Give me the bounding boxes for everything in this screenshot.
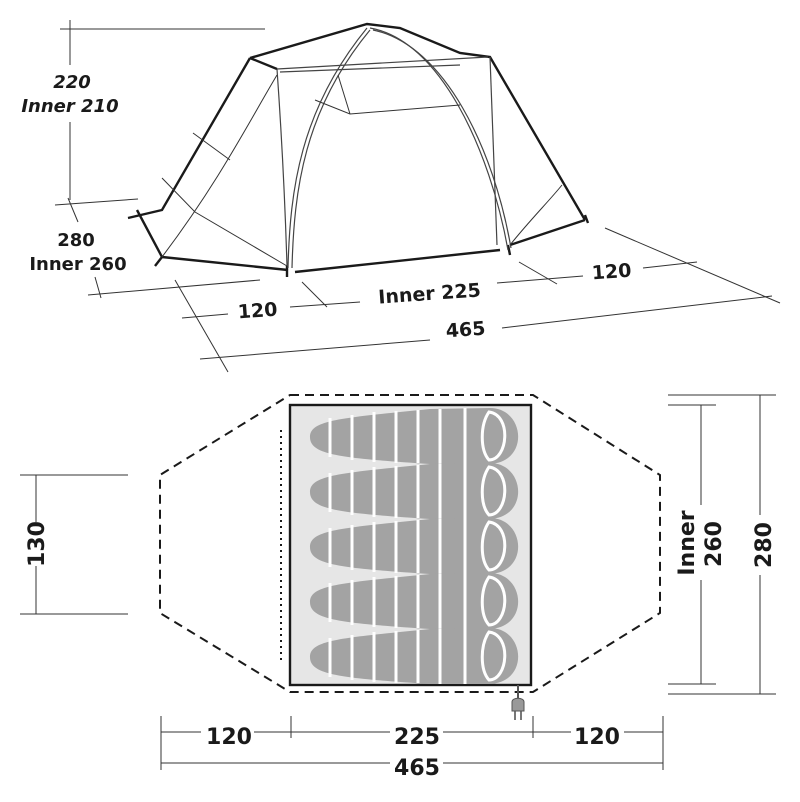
power-plug-icon: [511, 685, 525, 720]
porch-left-diagonal: [174, 279, 229, 373]
plan-inner-length-label: 225: [394, 725, 440, 750]
inner-width-label: Inner 260: [29, 254, 126, 275]
width-label: 280: [57, 230, 95, 251]
top-bar-2: [279, 64, 461, 73]
sleeping-bags: [310, 408, 519, 684]
tent-front-top: [249, 56, 278, 71]
window-side: [337, 74, 351, 115]
front-right-edge: [489, 56, 498, 246]
inner-height-label: Inner 210: [21, 96, 118, 117]
side-porch-right-label: 120: [591, 260, 632, 285]
front-pole-left-2: [291, 29, 371, 269]
tent-floor-plan: 130 280 Inner 260 120 225 120 465: [20, 394, 777, 781]
inner-dim-line-right: [496, 275, 584, 284]
inner-start-tick: [301, 281, 328, 308]
flysheet-outline: [159, 394, 661, 693]
front-left-edge: [276, 68, 288, 267]
side-panel-seam-1: [192, 132, 231, 161]
plan-porch-left-label: 120: [206, 725, 252, 750]
tent-right-base: [509, 218, 586, 247]
sleeping-bag: [310, 463, 519, 519]
sleeping-bag: [310, 628, 519, 684]
top-bar: [276, 56, 489, 70]
side-panel-curve: [161, 74, 278, 258]
front-pole-left: [287, 27, 368, 269]
side-panel-seam-2: [161, 177, 288, 267]
side-porch-left-label: 120: [237, 299, 278, 324]
tent-floor-front: [294, 248, 501, 274]
tent-side-view: 220 Inner 210 280 Inner 260 120 Inner 22…: [21, 20, 781, 373]
ground-line-left: [87, 279, 261, 296]
tent-left-front: [135, 209, 164, 267]
plan-total-length-label: 465: [394, 756, 440, 781]
width-tick-bottom: [94, 276, 102, 299]
inner-label: Inner: [675, 510, 700, 575]
ground-right-diagonal: [604, 227, 781, 304]
tent-ridge: [249, 22, 587, 221]
side-total-length-label: 465: [445, 318, 486, 343]
tent-right-peg: [583, 214, 590, 224]
right-panel-curve: [509, 184, 563, 246]
sleeping-bag: [310, 408, 519, 464]
total-width-label: 280: [752, 522, 777, 568]
total-dim-line-left: [199, 339, 431, 360]
porch-left-dim-line-a: [181, 313, 229, 319]
tent-pole-foot-right: [506, 244, 512, 256]
front-pole-right-2: [372, 29, 512, 249]
inner-end-tick: [518, 261, 558, 285]
window-outline: [314, 99, 461, 115]
plan-porch-right-label: 120: [574, 725, 620, 750]
height-base-line: [54, 198, 139, 206]
inner-width-label: 260: [702, 521, 727, 567]
porch-depth-label: 130: [25, 521, 50, 567]
front-pole-right: [369, 27, 509, 251]
tent-left-base: [161, 255, 289, 272]
height-label: 220: [53, 72, 91, 93]
sleeping-bag: [310, 573, 519, 629]
side-inner-length-label: Inner 225: [378, 279, 482, 308]
width-tick-top: [67, 197, 79, 223]
sleeping-bag: [310, 518, 519, 574]
tent-left-edge: [127, 57, 252, 220]
porch-right-dim-line: [642, 261, 698, 269]
total-dim-line-right: [501, 295, 773, 329]
